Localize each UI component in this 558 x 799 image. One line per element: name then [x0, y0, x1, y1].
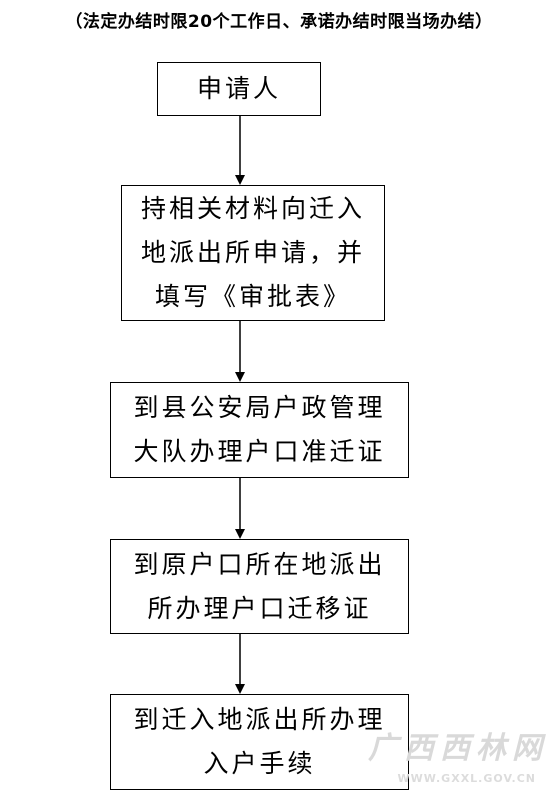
- site-logo-watermark: 广西西林网: [368, 731, 548, 766]
- flow-step-applicant: 申请人: [157, 62, 321, 116]
- flow-step-complete-registration: 到迁入地派出所办理 入户手续: [110, 694, 409, 790]
- flow-step-text: 填写《审批表》: [154, 282, 351, 311]
- flow-step-submit-application: 持相关材料向迁入 地派出所申请，并 填写《审批表》: [121, 185, 385, 321]
- flow-arrowhead-1: [235, 175, 245, 185]
- site-url-watermark: WWW.GXXL.GOV.CN: [397, 772, 536, 785]
- flow-step-get-transfer-permit: 到县公安局户政管理 大队办理户口准迁证: [110, 382, 409, 478]
- flow-step-text: 到县公安局户政管理: [133, 393, 386, 422]
- flow-step-text: 地派出所申请，并: [140, 238, 365, 267]
- flow-step-get-migration-certificate: 到原户口所在地派出 所办理户口迁移证: [110, 539, 409, 634]
- flow-step-text: 持相关材料向迁入: [140, 194, 365, 223]
- flow-step-text: 申请人: [196, 74, 281, 103]
- flow-step-text: 所办理户口迁移证: [147, 593, 372, 623]
- time-limit-note: （法定办结时限20个工作日、承诺办结时限当场办结）: [65, 12, 493, 32]
- flow-step-text: 大队办理户口准迁证: [133, 437, 386, 466]
- flow-step-text: 到原户口所在地派出: [133, 549, 386, 579]
- flow-step-text: 到迁入地派出所办理: [133, 705, 386, 734]
- flow-arrowhead-3: [235, 529, 245, 539]
- flow-step-text: 入户手续: [203, 749, 316, 778]
- flow-arrowhead-2: [235, 372, 245, 382]
- flow-arrowhead-4: [235, 684, 245, 694]
